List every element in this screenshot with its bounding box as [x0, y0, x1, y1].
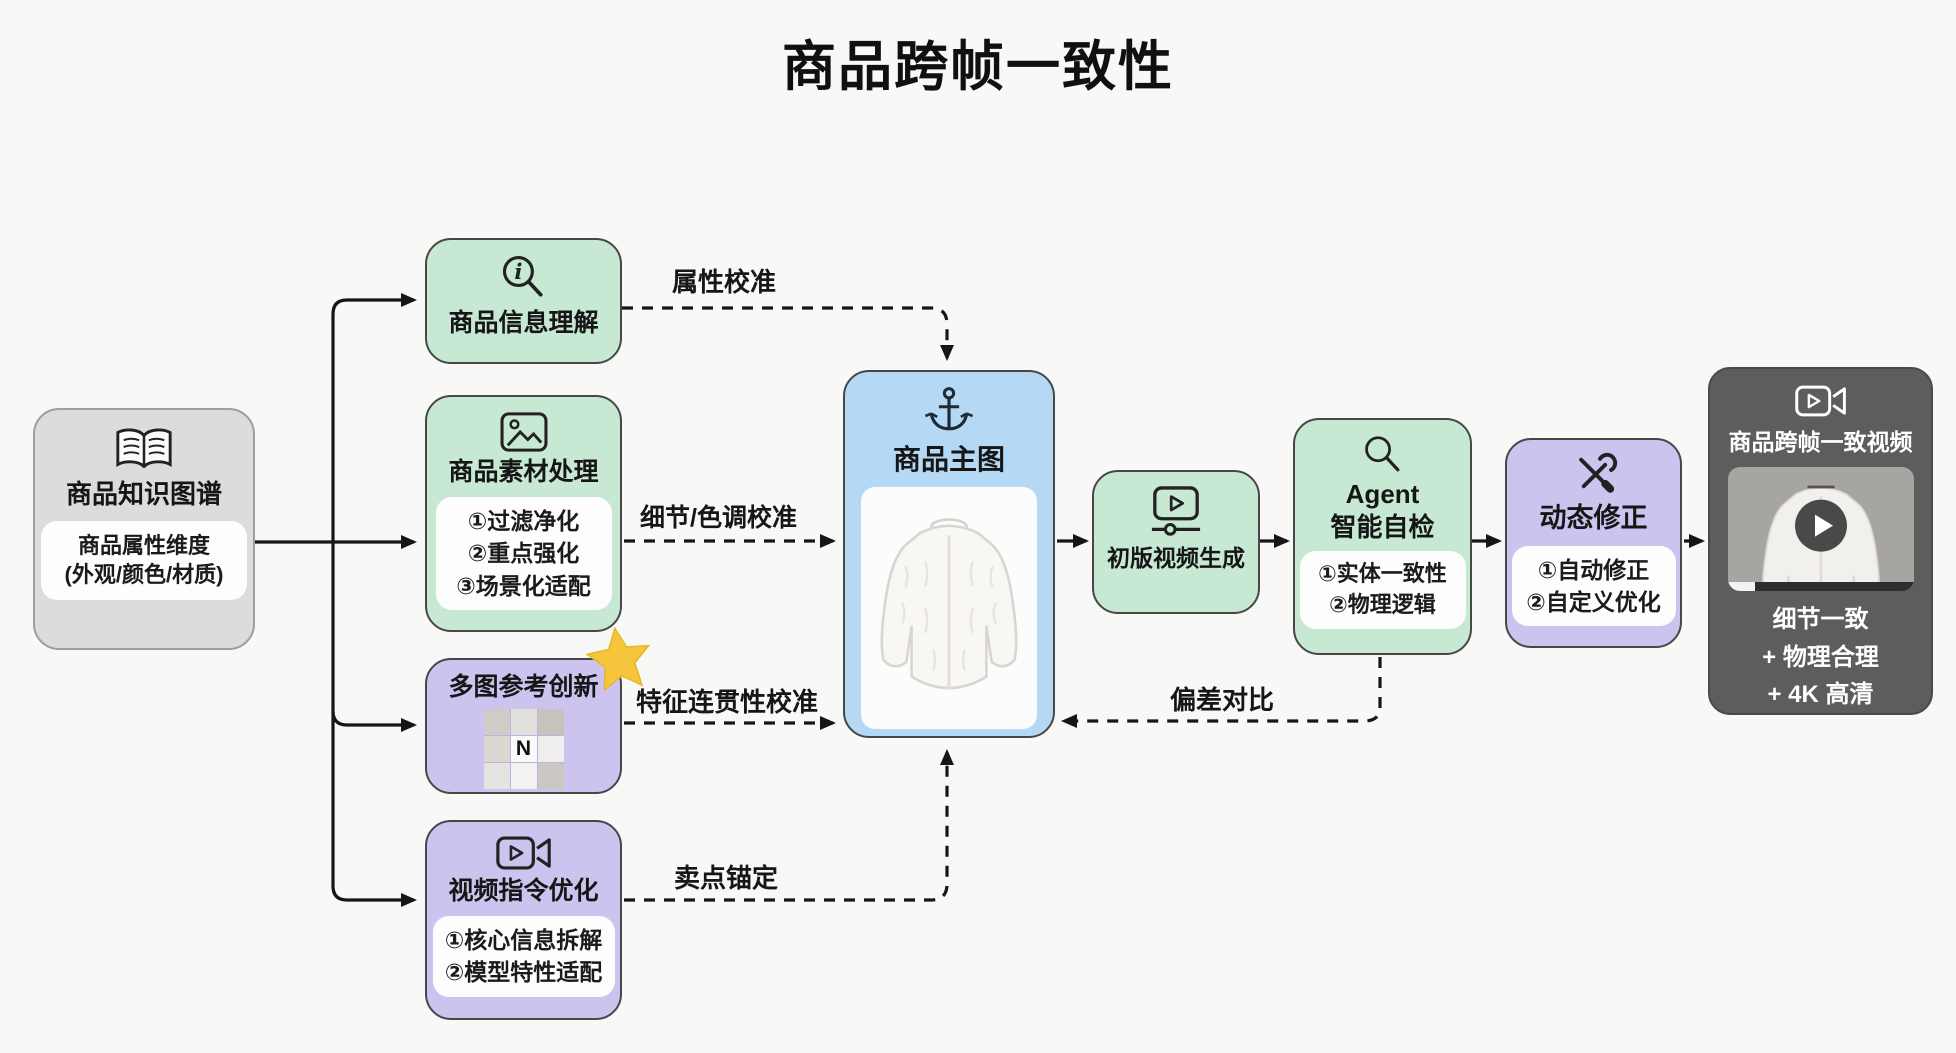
- material-step: ②重点强化: [467, 540, 580, 567]
- edge-label-detail: 细节/色调校准: [640, 504, 797, 532]
- knowledge-detail-line1: 商品属性维度: [77, 532, 210, 558]
- anchor-icon: [922, 384, 976, 438]
- play-button-icon: [1793, 498, 1849, 554]
- reference-image-grid: N: [483, 709, 564, 790]
- node-dynamic-correction: 动态修正 ①自动修正 ②自定义优化: [1505, 438, 1682, 648]
- node-product-info-understanding: i 商品信息理解: [425, 238, 622, 364]
- video-progress-bar: [1727, 582, 1914, 592]
- fix-step: ①自动修正: [1537, 556, 1650, 583]
- edge-branch-multiref: [331, 710, 417, 732]
- video-camera-icon: [1794, 383, 1847, 419]
- edge-label-feature: 特征连贯性校准: [636, 687, 819, 717]
- output-feature: + 物理合理: [1762, 643, 1879, 671]
- node-video-prompt-optimization: 视频指令优化 ①核心信息拆解 ②模型特性适配: [425, 820, 622, 1020]
- node-title: 商品素材处理: [448, 458, 599, 486]
- node-agent-self-check: Agent 智能自检 ①实体一致性 ②物理逻辑: [1293, 418, 1472, 655]
- agent-check: ①实体一致性: [1318, 561, 1447, 586]
- node-knowledge-graph: 商品知识图谱 商品属性维度 (外观/颜色/材质): [33, 408, 255, 650]
- fix-steps-pill: ①自动修正 ②自定义优化: [1511, 545, 1676, 627]
- node-title: 初版视频生成: [1107, 545, 1245, 571]
- open-book-icon: [113, 426, 175, 472]
- node-title: 商品知识图谱: [65, 479, 222, 509]
- tools-icon: [1570, 452, 1618, 500]
- edge-branch-info: [331, 293, 417, 542]
- page-title: 商品跨帧一致性: [782, 37, 1174, 97]
- agent-title-line2: 智能自检: [1330, 511, 1435, 542]
- node-title: Agent 智能自检: [1330, 478, 1434, 543]
- edge-branch-prompt: [331, 542, 417, 907]
- magnifier-icon: [1360, 432, 1406, 478]
- edge-attr-calibration: [622, 306, 954, 361]
- material-steps-pill: ①过滤净化 ②重点强化 ③场景化适配: [435, 497, 612, 610]
- video-camera-icon: [495, 834, 552, 872]
- agent-title-line1: Agent: [1345, 479, 1420, 509]
- video-thumbnail: [1727, 467, 1914, 592]
- video-player-icon: [1147, 486, 1205, 538]
- magnifier-info-icon: i: [498, 252, 550, 304]
- knowledge-detail-line2: (外观/颜色/材质): [64, 562, 224, 588]
- grid-letter: N: [510, 736, 537, 763]
- edge-label-selling: 卖点锚定: [674, 863, 779, 893]
- node-material-processing: 商品素材处理 ①过滤净化 ②重点强化 ③场景化适配: [425, 395, 622, 632]
- video-progress-fill: [1727, 582, 1756, 592]
- node-output-video: 商品跨帧一致视频 细节一致 + 物理合理 + 4K 高清: [1708, 367, 1933, 715]
- output-feature-list: 细节一致 + 物理合理 + 4K 高清: [1762, 601, 1879, 713]
- agent-checks-pill: ①实体一致性 ②物理逻辑: [1299, 551, 1466, 629]
- edge-label-deviation: 偏差对比: [1170, 685, 1275, 715]
- knowledge-detail-pill: 商品属性维度 (外观/颜色/材质): [41, 520, 247, 600]
- image-icon: [499, 411, 549, 453]
- edge-selling-anchor: [624, 749, 954, 902]
- svg-text:i: i: [514, 260, 522, 285]
- prompt-step: ②模型特性适配: [444, 959, 603, 986]
- prompt-steps-pill: ①核心信息拆解 ②模型特性适配: [432, 916, 615, 997]
- node-main-product-image: 商品主图: [843, 370, 1055, 738]
- node-multi-image-reference: 多图参考创新 N: [425, 658, 622, 794]
- edge-label-attr: 属性校准: [672, 267, 777, 297]
- node-title: 商品跨帧一致视频: [1728, 429, 1913, 455]
- node-title: 动态修正: [1539, 503, 1648, 533]
- node-title: 多图参考创新: [448, 673, 599, 701]
- white-fur-jacket-image: [880, 518, 1018, 690]
- node-title: 商品信息理解: [448, 309, 599, 337]
- node-title: 商品主图: [892, 444, 1005, 475]
- node-draft-video-generation: 初版视频生成: [1092, 470, 1260, 614]
- material-step: ③场景化适配: [456, 572, 591, 599]
- agent-check: ②物理逻辑: [1329, 591, 1436, 617]
- product-photo: [861, 487, 1037, 729]
- material-step: ①过滤净化: [467, 508, 580, 535]
- output-feature: + 4K 高清: [1767, 680, 1874, 708]
- node-title: 视频指令优化: [448, 877, 599, 905]
- star-icon: [585, 626, 652, 693]
- output-feature: 细节一致: [1772, 606, 1869, 634]
- prompt-step: ①核心信息拆解: [444, 927, 603, 954]
- fix-step: ②自定义优化: [1526, 588, 1661, 615]
